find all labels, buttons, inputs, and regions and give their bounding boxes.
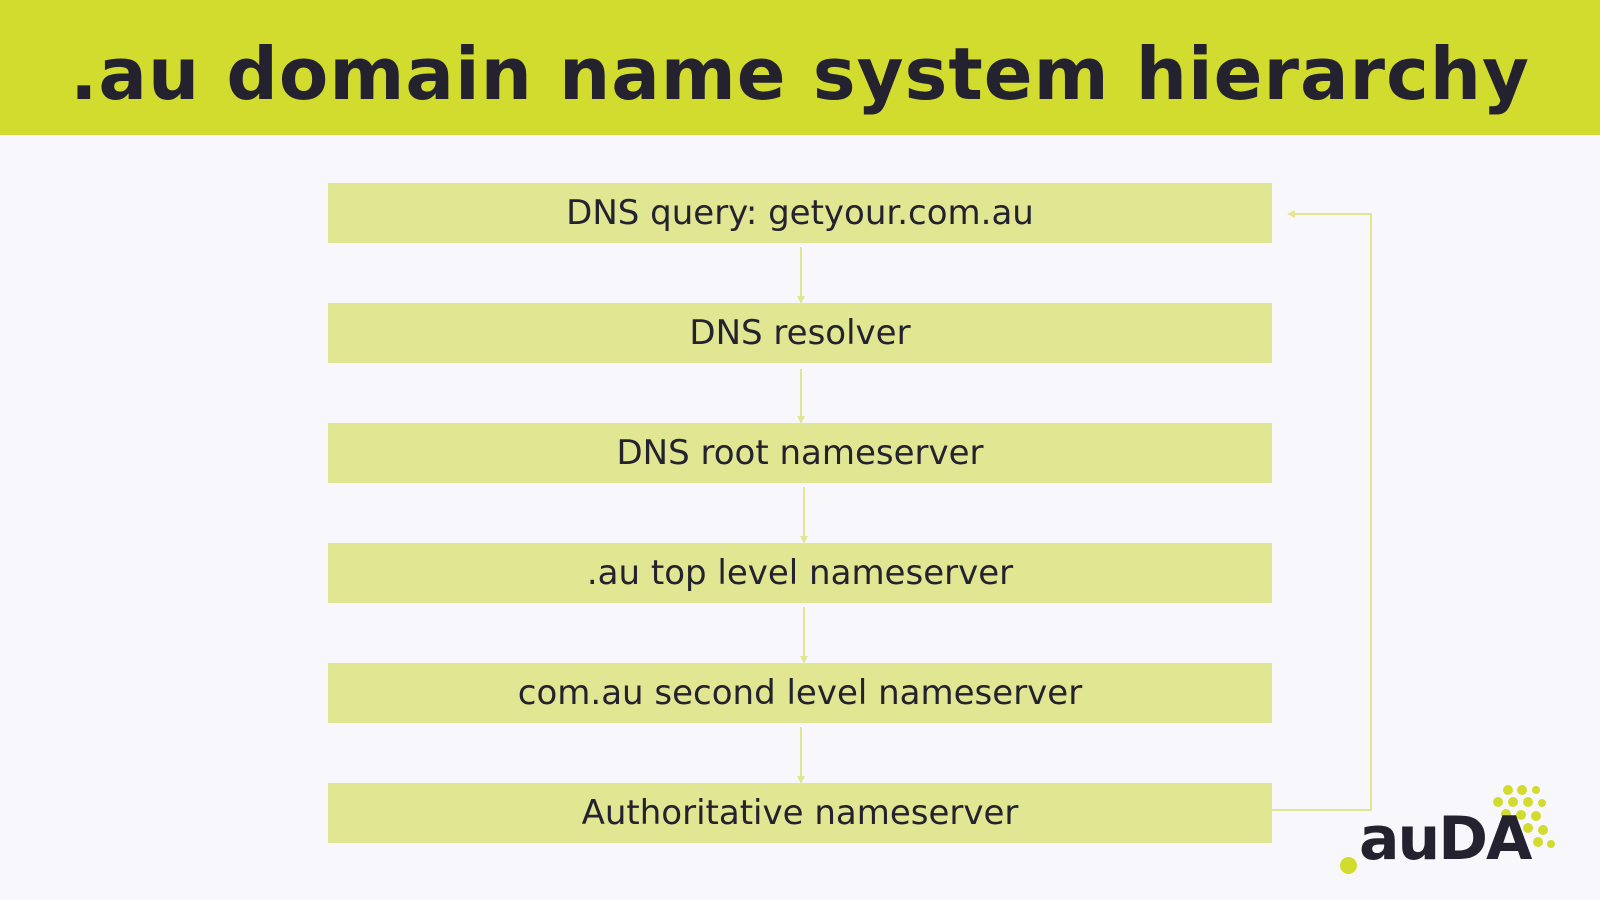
page-title: .au domain name system hierarchy	[70, 32, 1530, 116]
logo-text: auDA	[1359, 804, 1532, 874]
node-dns-query: DNS query: getyour.com.au	[328, 183, 1272, 243]
return-arrow	[1272, 210, 1372, 811]
node-root-nameserver: DNS root nameserver	[328, 423, 1272, 483]
node-authoritative-nameserver: Authoritative nameserver	[328, 783, 1272, 843]
node-second-level-nameserver: com.au second level nameserver	[328, 663, 1272, 723]
node-top-level-nameserver: .au top level nameserver	[328, 543, 1272, 603]
logo-dots-icon	[1493, 785, 1555, 848]
node-dns-resolver: DNS resolver	[328, 303, 1272, 363]
auda-logo: auDA	[1338, 784, 1578, 884]
title-banner	[0, 0, 1600, 135]
logo-period-icon	[1340, 857, 1357, 874]
